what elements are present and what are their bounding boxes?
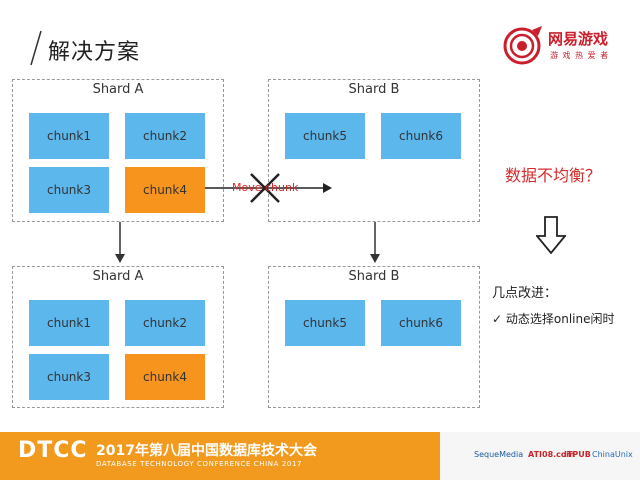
shard-b-bottom-label: Shard B <box>348 269 400 284</box>
improvements-title: 几点改进： <box>492 286 558 301</box>
chunk-6-top: chunk6 <box>381 113 461 159</box>
down-arrow-shard-a <box>115 222 125 263</box>
shard-a-top-label: Shard A <box>92 82 144 97</box>
chunk-2-top: chunk2 <box>125 113 205 159</box>
conference-title: 2017年第八届中国数据库技术大会 <box>96 443 317 459</box>
netease-games-logo: 网易游戏 游 戏 热 爱 者 <box>502 22 622 70</box>
improvement-item: ✓ 动态选择online闲时 <box>492 312 615 326</box>
shard-a-top: Shard A chunk1 chunk2 chunk3 chunk4 <box>12 79 224 222</box>
chunk-5-bottom: chunk5 <box>285 300 365 346</box>
sponsor-itpub: ITPUB <box>564 450 591 459</box>
sponsor-band: SequeMedia ATI08.com ITPUB ChinaUnix <box>440 432 640 480</box>
sponsor-ati08: ATI08.com <box>528 450 575 459</box>
chunk-2-bottom: chunk2 <box>125 300 205 346</box>
hollow-down-arrow-icon <box>536 216 566 254</box>
imbalance-question: 数据不均衡？ <box>505 166 602 185</box>
logo-text: 网易游戏 <box>548 30 609 48</box>
conference-subtitle: DATABASE TECHNOLOGY CONFERENCE CHINA 201… <box>96 460 303 468</box>
chunk-4-bottom: chunk4 <box>125 354 205 400</box>
title-slash-decoration <box>30 30 42 66</box>
page-title: 解决方案 <box>48 40 141 65</box>
down-arrow-shard-b <box>370 222 380 263</box>
chunk-5-top: chunk5 <box>285 113 365 159</box>
shard-a-bottom: Shard A chunk1 chunk2 chunk3 chunk4 <box>12 266 224 408</box>
chunk-6-bottom: chunk6 <box>381 300 461 346</box>
shard-b-bottom: Shard B chunk5 chunk6 <box>268 266 480 408</box>
chunk-4-top: chunk4 <box>125 167 205 213</box>
chunk-3-bottom: chunk3 <box>29 354 109 400</box>
conference-footer: DTCC 2017年第八届中国数据库技术大会 DATABASE TECHNOLO… <box>0 432 640 480</box>
chunk-1-top: chunk1 <box>29 113 109 159</box>
sponsor-sequemedia: SequeMedia <box>474 450 524 459</box>
move-chunk-label: Move chunk <box>232 181 299 194</box>
logo-mark-icon <box>503 26 542 65</box>
shard-b-top: Shard B chunk5 chunk6 <box>268 79 480 222</box>
chunk-1-bottom: chunk1 <box>29 300 109 346</box>
logo-subtext: 游 戏 热 爱 者 <box>550 51 610 60</box>
move-chunk-arrow <box>205 173 332 203</box>
footer-orange-band: DTCC 2017年第八届中国数据库技术大会 DATABASE TECHNOLO… <box>0 432 440 480</box>
chunk-3-top: chunk3 <box>29 167 109 213</box>
shard-b-top-label: Shard B <box>348 82 400 97</box>
sponsor-chinaunix: ChinaUnix <box>592 450 633 459</box>
dtcc-brand: DTCC <box>18 438 88 463</box>
shard-a-bottom-label: Shard A <box>92 269 144 284</box>
